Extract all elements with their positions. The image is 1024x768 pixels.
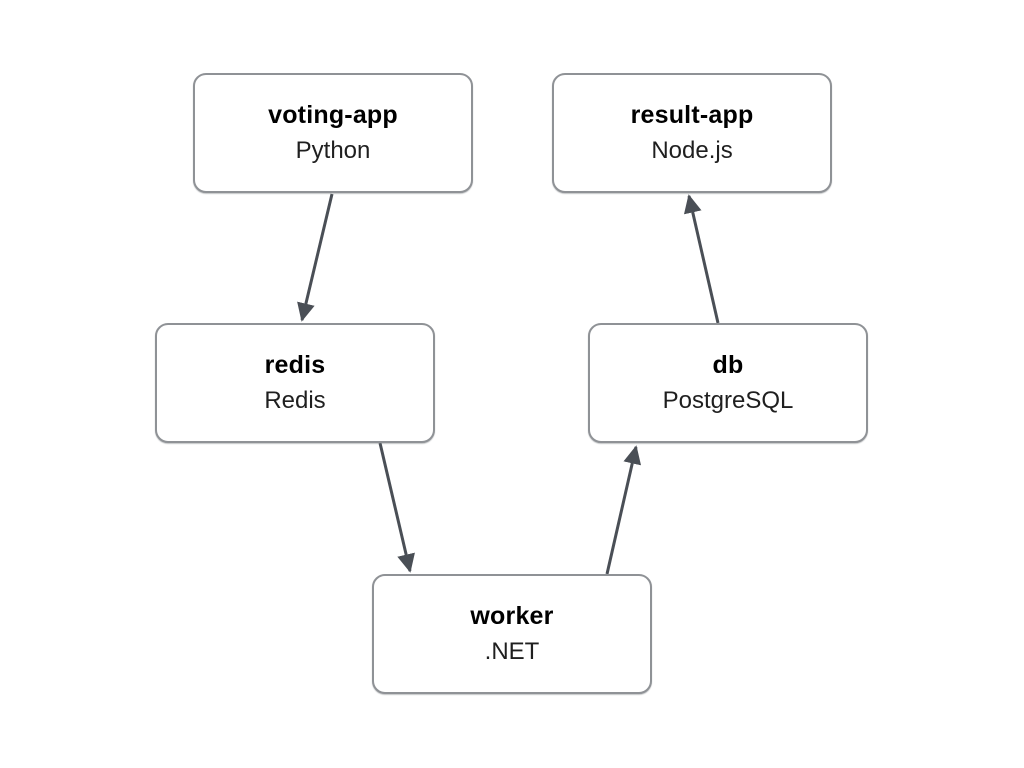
node-worker: worker .NET: [372, 574, 652, 694]
node-result-app: result-app Node.js: [552, 73, 832, 193]
edge-voting-app-to-redis: [297, 193, 334, 322]
node-redis-title: redis: [264, 351, 326, 379]
node-redis-subtitle: Redis: [264, 387, 326, 414]
node-db: db PostgreSQL: [588, 323, 868, 443]
node-db-subtitle: PostgreSQL: [662, 387, 794, 414]
node-voting-app-title: voting-app: [268, 101, 398, 129]
node-result-app-subtitle: Node.js: [651, 137, 733, 164]
edge-db-to-result-app: [683, 194, 720, 324]
node-voting-app-subtitle: Python: [295, 137, 371, 164]
node-worker-subtitle: .NET: [484, 638, 540, 665]
node-worker-title: worker: [470, 602, 554, 630]
node-result-app-title: result-app: [630, 101, 754, 129]
edge-redis-to-worker: [378, 442, 415, 573]
node-db-title: db: [712, 351, 744, 379]
node-voting-app: voting-app Python: [193, 73, 473, 193]
node-redis: redis Redis: [155, 323, 435, 443]
edge-worker-to-db: [605, 445, 642, 575]
